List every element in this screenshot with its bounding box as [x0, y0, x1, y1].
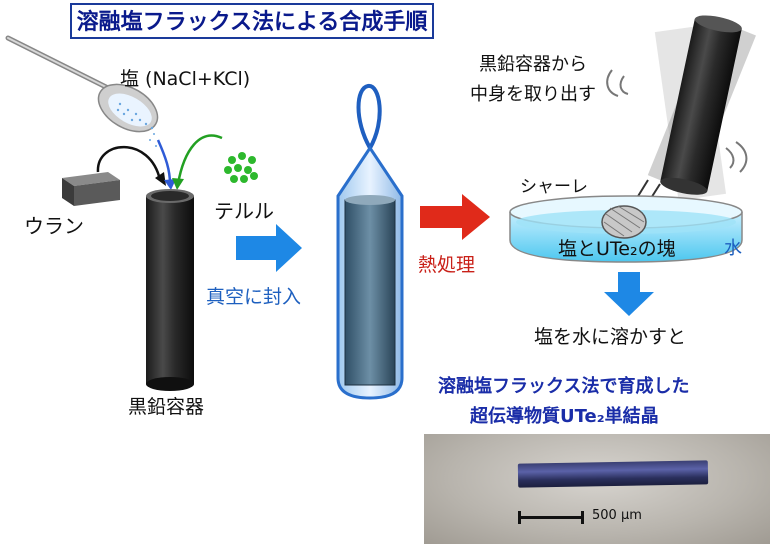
heat-arrow — [420, 194, 490, 240]
vacuum-seal-label: 真空に封入 — [206, 286, 302, 308]
dissolve-label: 塩を水に溶かすと — [534, 326, 687, 348]
salt-label: 塩 (NaCl+KCl) — [120, 68, 251, 90]
crystal-photo: 500 μm — [424, 434, 770, 544]
heat-treatment-label: 熱処理 — [418, 254, 476, 276]
spoon-icon — [5, 35, 159, 147]
graphite-container-label: 黒鉛容器 — [128, 396, 205, 418]
ute2-crystal — [517, 460, 709, 488]
scale-label: 500 μm — [592, 508, 642, 523]
input-arrows — [96, 134, 223, 190]
scale-bar — [518, 511, 584, 524]
diagram-title: 溶融塩フラックス法による合成手順 — [70, 3, 434, 39]
water-label: 水 — [724, 238, 742, 259]
tilted-graphite-container-icon — [606, 15, 756, 207]
take-out-label: 黒鉛容器から 中身を取り出す — [470, 54, 596, 105]
petri-dish-icon — [509, 195, 743, 263]
photo-caption-line2: 超伝導物質UTe₂単結晶 — [470, 406, 659, 427]
petri-dish-label: シャーレ — [520, 177, 588, 197]
dissolve-arrow — [604, 272, 654, 316]
uranium-label: ウラン — [24, 214, 84, 238]
sealed-quartz-tube-icon — [336, 84, 404, 400]
tellurium-granules-icon — [224, 152, 258, 183]
lump-label: 塩とUTe₂の塊 — [558, 238, 676, 260]
seal-arrow — [236, 224, 302, 272]
graphite-container-icon — [146, 189, 194, 391]
tellurium-label: テルル — [214, 199, 274, 223]
uranium-block-icon — [62, 172, 120, 206]
photo-caption-line1: 溶融塩フラックス法で育成した — [438, 376, 690, 397]
